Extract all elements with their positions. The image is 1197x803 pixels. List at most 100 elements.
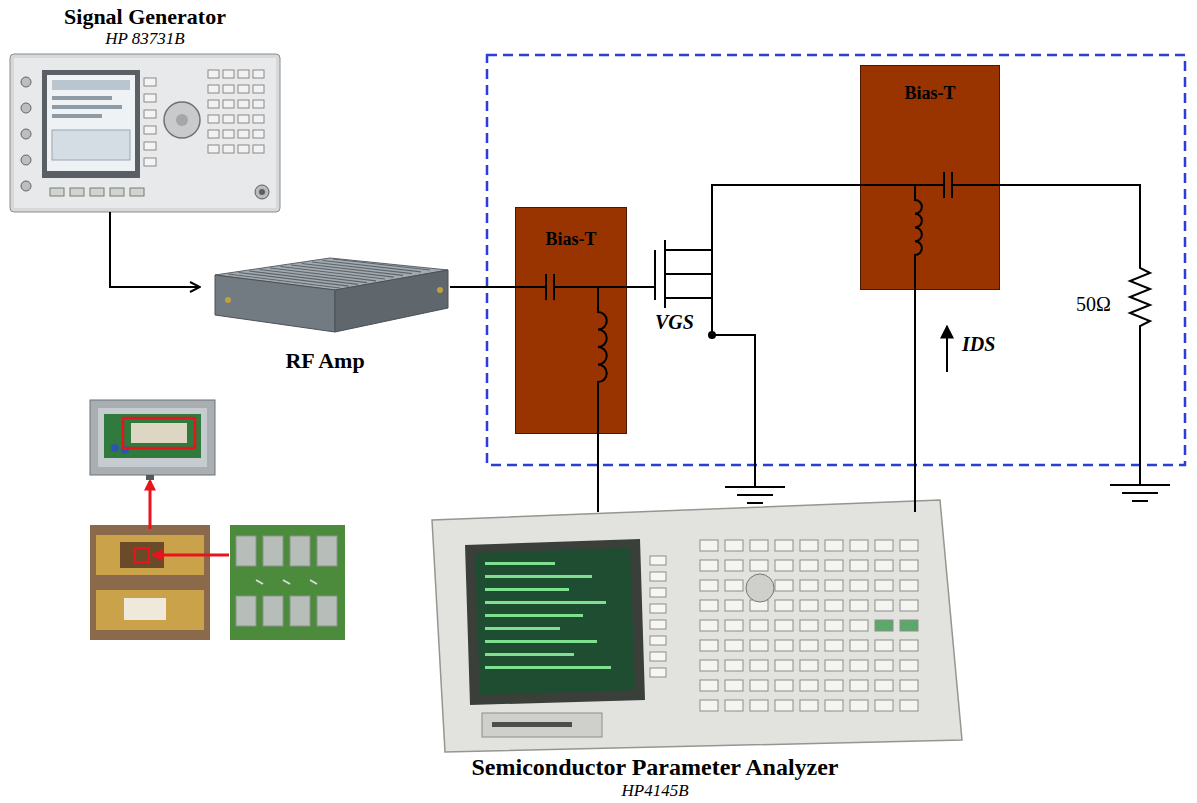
ground-symbol (725, 487, 785, 503)
parameter-analyzer-illustration (700, 700, 718, 711)
parameter-analyzer-illustration (900, 580, 918, 591)
parameter-analyzer-illustration (775, 700, 793, 711)
instrument-name: Semiconductor Parameter Analyzer (471, 754, 838, 782)
signal-wire (914, 290, 916, 512)
parameter-analyzer-illustration (700, 540, 718, 551)
die-micrograph-photo (263, 596, 283, 626)
parameter-analyzer-illustration (850, 640, 868, 651)
parameter-analyzer-illustration (850, 540, 868, 551)
parameter-analyzer-illustration (700, 600, 718, 611)
heatsink-fins (312, 262, 412, 274)
parameter-analyzer-illustration (700, 680, 718, 691)
die-micrograph-photo (230, 525, 345, 640)
transistor-symbol (712, 250, 755, 487)
parameter-analyzer-illustration (432, 500, 962, 752)
parameter-analyzer-illustration (750, 700, 768, 711)
signal-generator-illustration (208, 145, 219, 153)
signal-generator-illustration (144, 94, 156, 102)
model-number: HP4145B (621, 781, 688, 801)
signal-generator-illustration (253, 115, 264, 123)
parameter-analyzer-illustration (900, 700, 918, 711)
parameter-analyzer-illustration (725, 580, 743, 591)
parameter-analyzer-illustration (900, 600, 918, 611)
heatsink-fins (239, 273, 350, 287)
ground-symbol (725, 486, 785, 488)
parameter-analyzer-illustration (725, 660, 743, 671)
die-micrograph-photo (230, 525, 345, 640)
parameter-analyzer-illustration (875, 540, 893, 551)
signal-generator-illustration (259, 189, 265, 195)
parameter-analyzer-illustration (775, 600, 793, 611)
parameter-analyzer-illustration (875, 640, 893, 651)
ground-symbol (1132, 500, 1148, 502)
signal-generator-illustration (130, 188, 144, 196)
signal-generator-illustration (238, 70, 249, 78)
parameter-analyzer-illustration (800, 580, 818, 591)
packaged-chip-photo (124, 598, 166, 620)
rf-amplifier-illustration (225, 297, 231, 303)
parameter-analyzer-illustration (432, 500, 962, 752)
signal-wire (450, 286, 515, 288)
heatsink-fins (228, 274, 340, 288)
instrument-block: RF Amp (200, 255, 450, 375)
parameter-analyzer-illustration (750, 680, 768, 691)
signal-generator-illustration (223, 85, 234, 93)
test-fixture-photo (131, 423, 187, 443)
parameter-analyzer-illustration (650, 652, 666, 661)
rf-amplifier-illustration (437, 287, 443, 293)
parameter-analyzer-illustration (750, 660, 768, 671)
signal-generator-illustration (164, 102, 200, 138)
parameter-analyzer-illustration (485, 640, 597, 643)
signal-generator-illustration (10, 54, 280, 212)
die-micrograph-photo (290, 596, 310, 626)
signal-generator-illustration (208, 100, 219, 108)
parameter-analyzer-illustration (825, 700, 843, 711)
zoom-arrow (149, 481, 152, 529)
parameter-analyzer-illustration (800, 620, 818, 631)
parameter-analyzer-illustration (800, 700, 818, 711)
block-title: Bias-T (904, 83, 955, 104)
parameter-analyzer-illustration (875, 700, 893, 711)
parameter-analyzer-illustration (750, 560, 768, 571)
signal-generator-illustration (208, 85, 219, 93)
die-micrograph-photo (283, 580, 290, 584)
parameter-analyzer-illustration (825, 560, 843, 571)
signal-generator-illustration (42, 70, 140, 178)
instrument-block: Signal GeneratorHP 83731B (10, 4, 280, 212)
parameter-analyzer-illustration (875, 660, 893, 671)
ground-symbol (1110, 484, 1170, 486)
signal-generator-illustration (21, 77, 31, 87)
parameter-analyzer-illustration (725, 560, 743, 571)
parameter-analyzer-illustration (850, 680, 868, 691)
parameter-analyzer-illustration (775, 560, 793, 571)
signal-generator-illustration (223, 145, 234, 153)
signal-generator-illustration (110, 188, 124, 196)
parameter-analyzer-illustration (700, 620, 718, 631)
heatsink-fins (323, 261, 422, 272)
transistor-symbol (665, 297, 712, 299)
parameter-analyzer-illustration (725, 600, 743, 611)
signal-generator-illustration (223, 100, 234, 108)
parameter-analyzer-illustration (650, 588, 666, 597)
resistance-value: 50Ω (1076, 293, 1111, 316)
parameter-analyzer-illustration (485, 614, 583, 617)
signal-generator-illustration (52, 114, 102, 118)
parameter-analyzer-illustration (900, 560, 918, 571)
block-title: Bias-T (545, 229, 596, 250)
signal-generator-illustration (21, 181, 31, 191)
signal-generator-illustration (21, 155, 31, 165)
ground-symbol (1122, 492, 1158, 494)
test-fixture-photo (111, 444, 119, 452)
parameter-analyzer-illustration (485, 575, 592, 578)
parameter-analyzer-illustration (700, 660, 718, 671)
packaged-chip-photo (90, 525, 210, 640)
die-micrograph-photo (263, 536, 283, 566)
ground-symbol (747, 502, 763, 504)
parameter-analyzer-illustration (775, 620, 793, 631)
signal-generator-illustration (144, 158, 156, 166)
parameter-analyzer-illustration (825, 660, 843, 671)
parameter-analyzer-illustration (700, 560, 718, 571)
test-fixture-photo (90, 400, 215, 480)
packaged-chip-photo (96, 590, 204, 630)
parameter-analyzer-illustration (800, 680, 818, 691)
